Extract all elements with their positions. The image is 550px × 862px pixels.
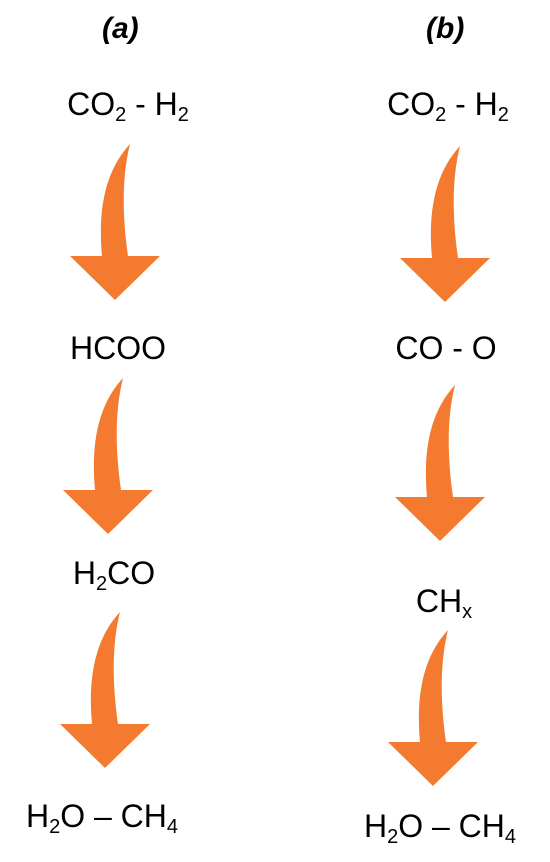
species-a-4: H2O – CH4 [25, 798, 179, 838]
species-b-2: CO - O [395, 330, 497, 366]
species-a-2: HCOO [70, 330, 166, 366]
species-b-3: CHx [415, 583, 473, 623]
arrow-down-icon [70, 144, 160, 300]
arrow-down-icon [395, 385, 485, 541]
panel-a-label: (a) [102, 12, 139, 45]
species-a-3: H2CO [72, 555, 156, 595]
species-b-4: H2O – CH4 [363, 808, 517, 848]
arrow-down-icon [400, 146, 490, 302]
species-a-1: CO2 - H2 [67, 86, 189, 126]
arrow-down-icon [60, 612, 150, 768]
species-b-1: CO2 - H2 [387, 86, 509, 126]
arrow-down-icon [63, 378, 153, 534]
panel-b-label: (b) [426, 12, 465, 45]
arrow-down-icon [388, 630, 478, 786]
